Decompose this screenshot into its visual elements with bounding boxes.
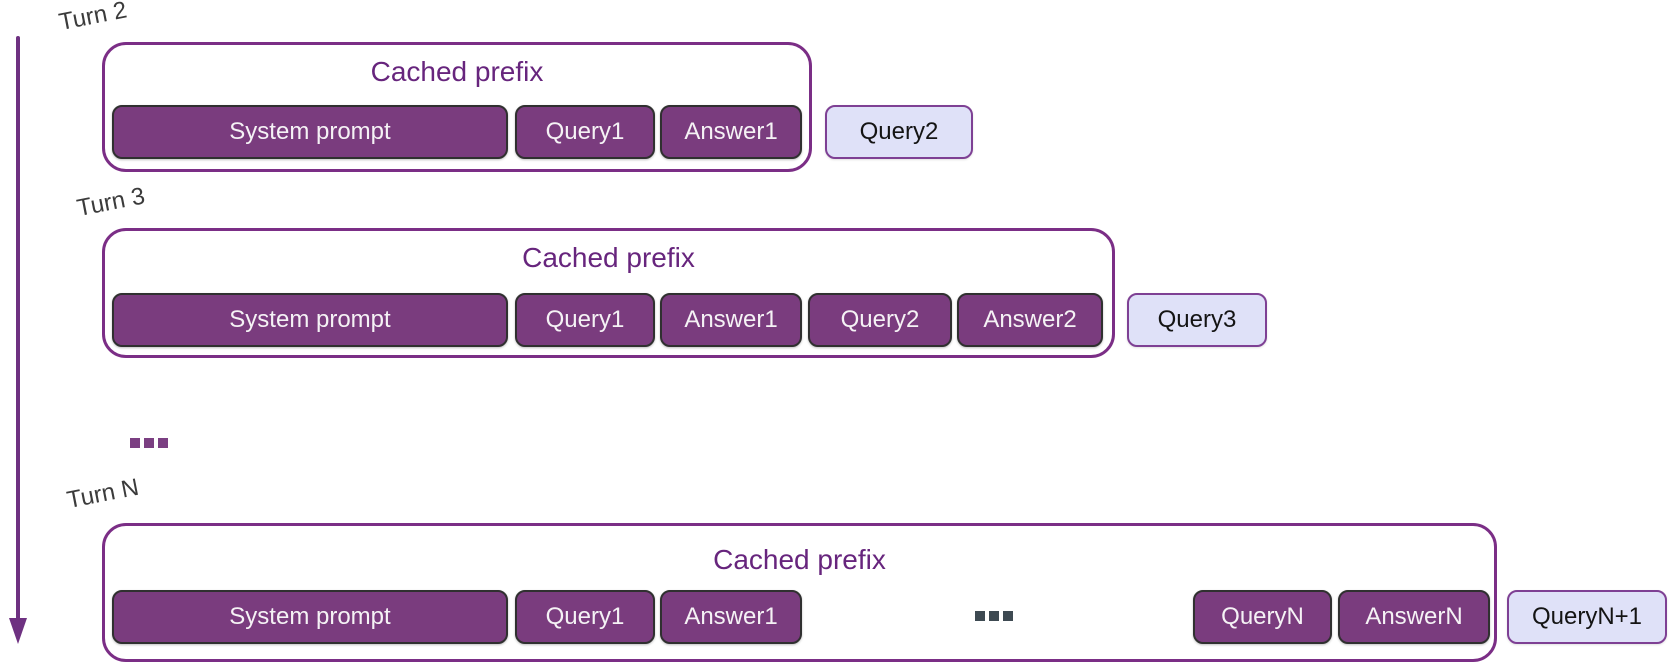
token-query1: Query1 bbox=[515, 590, 655, 644]
turn-3-label: Turn 3 bbox=[74, 182, 148, 223]
new-query-box-turn-n: QueryN+1 bbox=[1507, 590, 1667, 644]
token-system-prompt: System prompt bbox=[112, 105, 508, 159]
token-answer1: Answer1 bbox=[660, 105, 802, 159]
turn-2-label: Turn 2 bbox=[56, 0, 130, 37]
inner-ellipsis-icon bbox=[975, 611, 1013, 621]
token-system-prompt: System prompt bbox=[112, 590, 508, 644]
token-answern: AnswerN bbox=[1338, 590, 1490, 644]
cached-prefix-title: Cached prefix bbox=[522, 242, 695, 273]
turn-n-label: Turn N bbox=[64, 473, 142, 515]
cached-prefix-title: Cached prefix bbox=[713, 544, 886, 575]
timeline-arrow-line bbox=[16, 36, 20, 620]
new-query-box-turn-2: Query2 bbox=[825, 105, 973, 159]
token-query2: Query2 bbox=[808, 293, 952, 347]
token-answer1: Answer1 bbox=[660, 293, 802, 347]
arrow-down-icon bbox=[9, 618, 27, 644]
token-answer1: Answer1 bbox=[660, 590, 802, 644]
token-queryn: QueryN bbox=[1193, 590, 1332, 644]
cached-prefix-title: Cached prefix bbox=[370, 56, 544, 87]
between-turns-ellipsis-icon bbox=[130, 438, 168, 448]
token-system-prompt: System prompt bbox=[112, 293, 508, 347]
token-answer2: Answer2 bbox=[957, 293, 1103, 347]
new-query-box-turn-3: Query3 bbox=[1127, 293, 1267, 347]
token-query1: Query1 bbox=[515, 105, 655, 159]
token-query1: Query1 bbox=[515, 293, 655, 347]
